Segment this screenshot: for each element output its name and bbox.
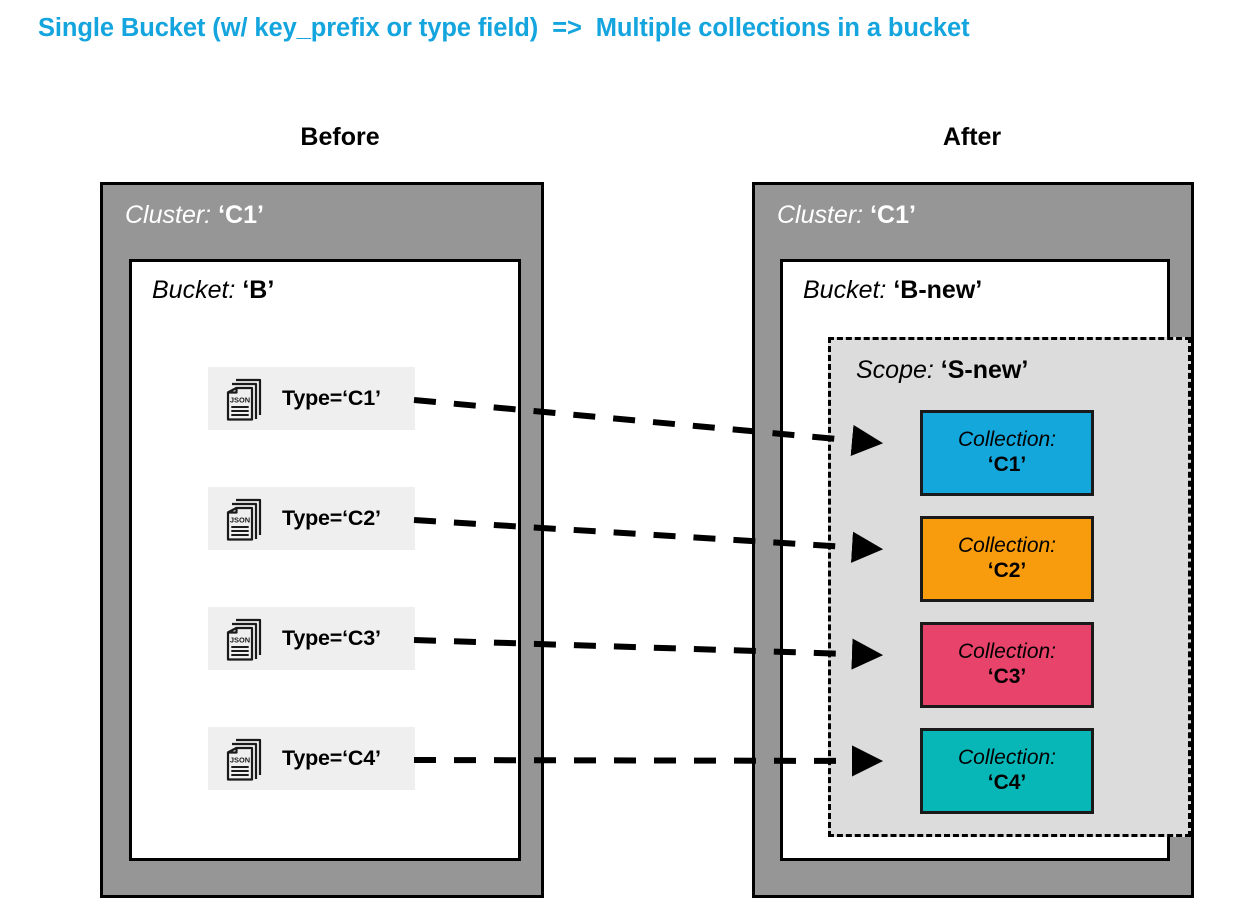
collection-label-value: ‘C4’ [987, 771, 1027, 794]
svg-text:JSON: JSON [230, 755, 250, 764]
after-scope-label-value: ‘S-new’ [940, 356, 1029, 384]
page-title: Single Bucket (w/ key_prefix or type fie… [38, 14, 970, 43]
collection-label-key: Collection: [957, 428, 1057, 452]
collection-label-value: ‘C3’ [987, 665, 1027, 688]
after-scope-label: Scope: ‘S-new’ [856, 356, 1028, 385]
document-row[interactable]: JSON Type=‘C1’ [208, 367, 415, 430]
after-cluster-label: Cluster: ‘C1’ [777, 201, 916, 230]
document-row[interactable]: JSON Type=‘C4’ [208, 727, 415, 790]
collection-box-c3[interactable]: Collection: ‘C3’ [920, 622, 1094, 708]
document-type-label: Type=‘C2’ [282, 506, 381, 530]
collection-box-c1[interactable]: Collection: ‘C1’ [920, 410, 1094, 496]
page-title-left: Single Bucket (w/ key_prefix or type fie… [38, 14, 539, 42]
json-document-stack-icon: JSON [222, 494, 270, 544]
before-cluster-box: Cluster: ‘C1’ Bucket: ‘B’ JSON [100, 182, 544, 898]
collection-label-key: Collection: [957, 640, 1057, 664]
before-cluster-label-value: ‘C1’ [218, 201, 264, 229]
before-bucket-label-key: Bucket: [152, 276, 236, 304]
document-type-label: Type=‘C4’ [282, 746, 381, 770]
heading-after: After [942, 123, 1002, 151]
svg-text:JSON: JSON [230, 515, 250, 524]
page-title-right: Multiple collections in a bucket [595, 14, 970, 42]
collection-box-c4[interactable]: Collection: ‘C4’ [920, 728, 1094, 814]
json-document-stack-icon: JSON [222, 614, 270, 664]
collection-box-c2[interactable]: Collection: ‘C2’ [920, 516, 1094, 602]
document-type-label: Type=‘C3’ [282, 626, 381, 650]
after-cluster-label-value: ‘C1’ [870, 201, 916, 229]
page-title-arrow-symbol: => [552, 14, 582, 42]
after-bucket-box: Bucket: ‘B-new’ Scope: ‘S-new’ Collectio… [780, 259, 1191, 861]
before-bucket-box: Bucket: ‘B’ JSON [129, 259, 521, 861]
document-row[interactable]: JSON Type=‘C3’ [208, 607, 415, 670]
collection-label-value: ‘C1’ [987, 453, 1027, 476]
before-cluster-label-key: Cluster: [125, 201, 212, 229]
before-cluster-label: Cluster: ‘C1’ [125, 201, 264, 230]
collection-label-value: ‘C2’ [987, 559, 1027, 582]
json-document-stack-icon: JSON [222, 374, 270, 424]
after-bucket-label-key: Bucket: [803, 276, 887, 304]
after-scope-box: Scope: ‘S-new’ Collection: ‘C1’ Collecti… [828, 337, 1191, 837]
after-cluster-box: Cluster: ‘C1’ Bucket: ‘B-new’ Scope: ‘S-… [752, 182, 1194, 898]
collection-label-key: Collection: [957, 534, 1057, 558]
collection-label-key: Collection: [957, 746, 1057, 770]
after-bucket-label-value: ‘B-new’ [893, 276, 983, 304]
before-bucket-label: Bucket: ‘B’ [152, 276, 274, 305]
document-row[interactable]: JSON Type=‘C2’ [208, 487, 415, 550]
after-scope-label-key: Scope: [856, 356, 934, 384]
after-bucket-label: Bucket: ‘B-new’ [803, 276, 982, 305]
svg-text:JSON: JSON [230, 635, 250, 644]
before-bucket-label-value: ‘B’ [242, 276, 275, 304]
document-type-label: Type=‘C1’ [282, 386, 381, 410]
svg-text:JSON: JSON [230, 395, 250, 404]
after-cluster-label-key: Cluster: [777, 201, 864, 229]
heading-before: Before [300, 123, 380, 151]
json-document-stack-icon: JSON [222, 734, 270, 784]
